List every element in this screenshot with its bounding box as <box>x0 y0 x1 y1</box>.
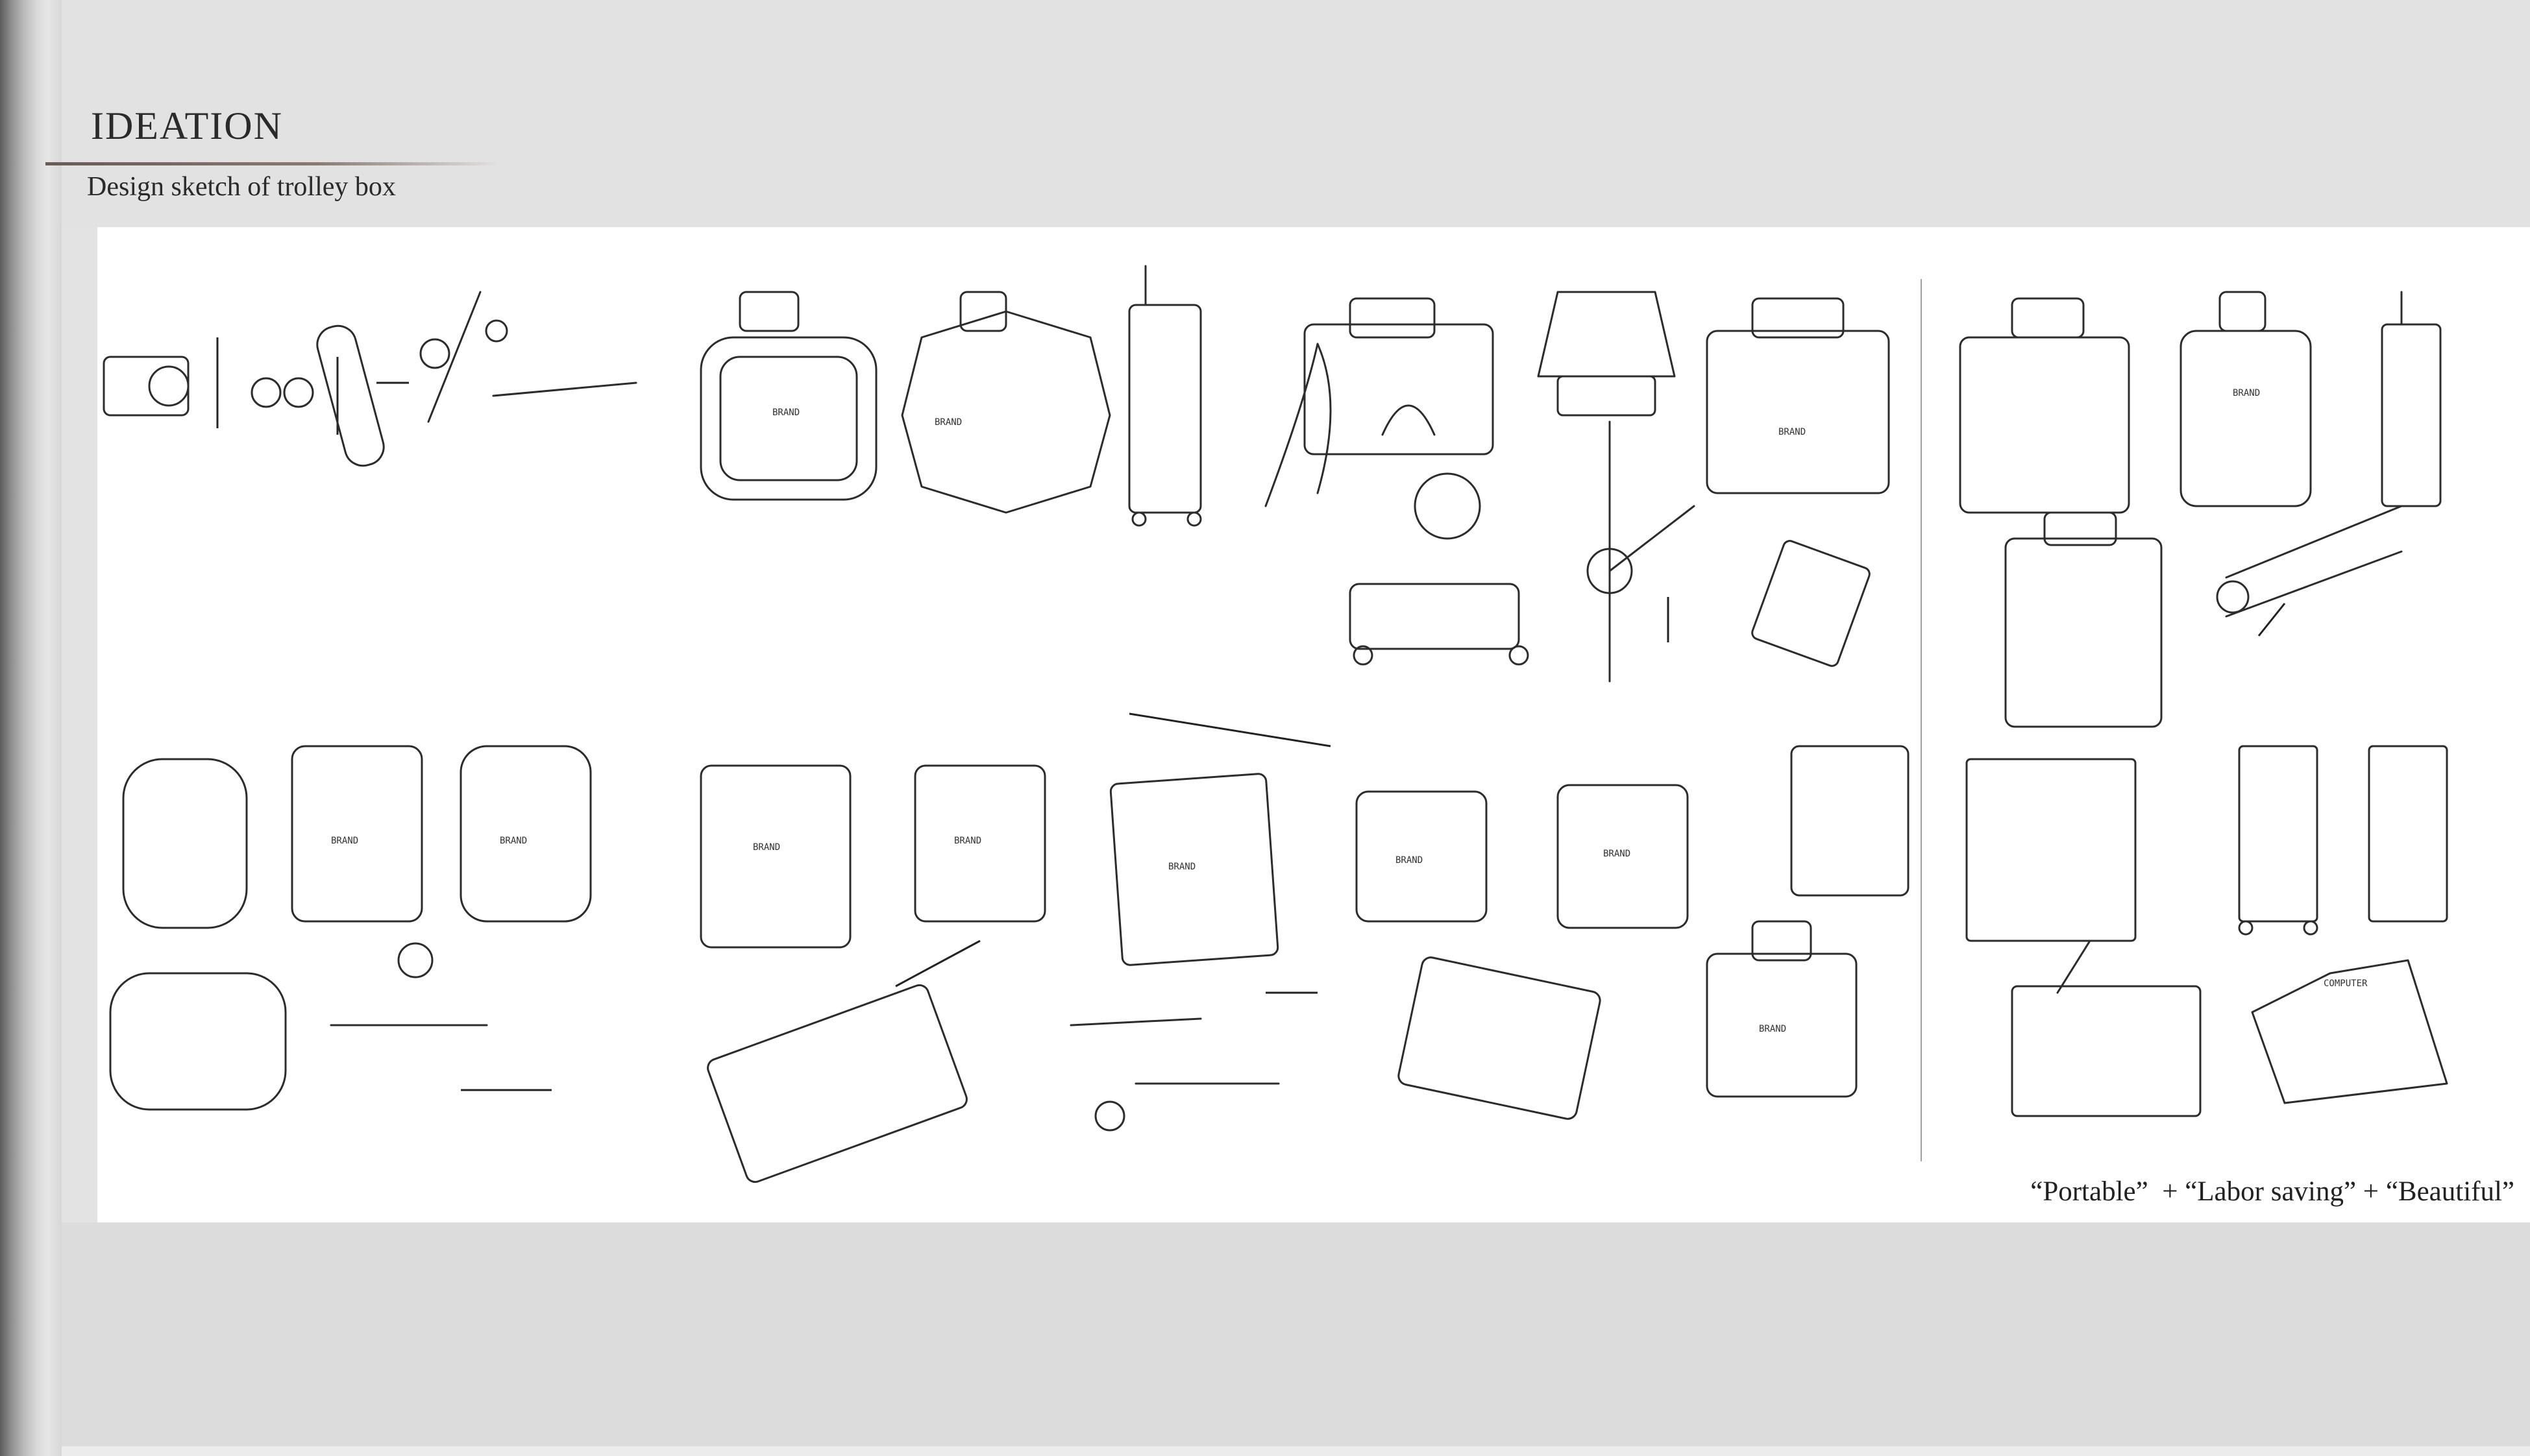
svg-text:BRAND: BRAND <box>954 836 981 846</box>
svg-text:BRAND: BRAND <box>1759 1024 1786 1034</box>
svg-text:BRAND: BRAND <box>772 407 800 418</box>
design-tagline: “Portable” + “Labor saving” + “Beautiful… <box>2030 1176 2514 1207</box>
sketch-trolley-platform <box>707 940 1318 1183</box>
sketch-final-case-open <box>2004 505 2403 728</box>
svg-text:BRAND: BRAND <box>2233 388 2260 398</box>
book-spine-shadow <box>0 0 62 1456</box>
svg-text:BRAND: BRAND <box>331 836 358 846</box>
sketch-case-row2-right: BRAND BRAND <box>1355 745 1910 929</box>
sketch-case-rounded-trio: BRAND BRAND <box>122 745 592 929</box>
sketch-seat-case-people <box>1264 297 1529 666</box>
svg-text:BRAND: BRAND <box>1603 849 1630 859</box>
svg-text:COMPUTER: COMPUTER <box>2324 978 2368 989</box>
sketch-case-oval-front: BRAND <box>700 291 878 501</box>
sketch-drawings: BRAND BRAND <box>103 265 2448 1183</box>
page-header <box>62 0 2530 227</box>
sketch-case-row2-middle: BRAND BRAND BRAND <box>700 712 1331 966</box>
sketch-final-desk-mode: COMPUTER <box>2011 940 2448 1117</box>
page-footer-band <box>62 1222 2530 1446</box>
sketch-sheet: BRAND BRAND <box>97 227 2530 1222</box>
svg-text:BRAND: BRAND <box>753 842 780 853</box>
sketch-case-side-slim <box>1128 265 1202 527</box>
svg-text:BRAND: BRAND <box>935 417 962 428</box>
svg-text:BRAND: BRAND <box>500 836 527 846</box>
sketch-collapsible-frame <box>1537 291 1695 683</box>
title-underline <box>45 162 500 165</box>
page-bottom-edge <box>62 1446 2530 1456</box>
page-subtitle: Design sketch of trolley box <box>87 172 396 202</box>
sketch-final-suitcase-profile <box>1965 745 2448 942</box>
sketch-final-case-front: BRAND <box>1959 291 2442 514</box>
sketch-briefcase-trolley: BRAND <box>1706 297 1890 667</box>
sketch-gear-mechanism <box>103 291 637 467</box>
page-title: IDEATION <box>91 104 283 147</box>
svg-text:BRAND: BRAND <box>1168 862 1196 872</box>
sketch-case-bottom-right: BRAND <box>1397 920 1858 1120</box>
sketch-rider-trolley <box>109 942 552 1111</box>
sketch-case-octagon-front: BRAND <box>901 291 1111 514</box>
svg-text:BRAND: BRAND <box>1778 427 1806 437</box>
svg-text:BRAND: BRAND <box>1395 855 1423 866</box>
